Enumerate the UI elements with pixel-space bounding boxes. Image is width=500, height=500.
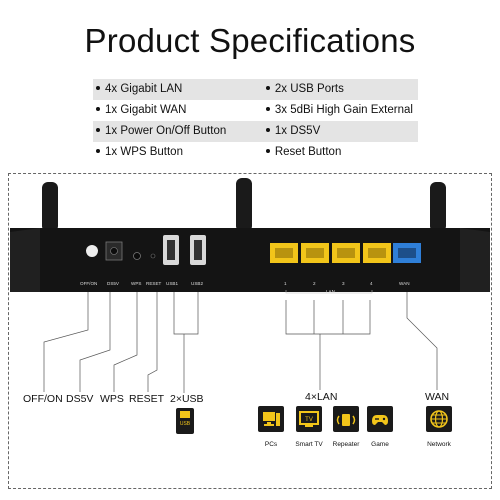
reset-pinhole[interactable]	[150, 253, 156, 259]
svg-text:TV: TV	[305, 417, 313, 423]
lan3-port-label: 3	[342, 281, 345, 286]
repeater-icon	[333, 406, 359, 432]
offon-port-label: OFF/ON	[80, 281, 98, 286]
spec-item: 2x USB Ports	[274, 83, 344, 95]
diagram-frame	[8, 173, 492, 489]
callout-reset: RESET	[129, 393, 165, 405]
bullet-icon	[265, 85, 270, 90]
page-title: Product Specifications	[84, 22, 416, 59]
usb-drive-icon: USB	[176, 408, 194, 434]
usb-port-2[interactable]	[190, 235, 206, 265]
spec-row: 4x Gigabit LAN 2x USB Ports	[93, 79, 418, 100]
dc-jack	[105, 241, 123, 261]
wan-port-label: WAN	[399, 281, 410, 286]
spec-item: 1x Power On/Off Button	[105, 125, 227, 137]
gamepad-icon	[367, 406, 393, 432]
device-label: Smart TV	[295, 441, 323, 448]
network-label: Network	[427, 441, 451, 448]
antenna-middle	[236, 178, 252, 232]
bullet-icon	[96, 127, 100, 132]
spec-row: 1x Power On/Off Button 1x DS5V	[93, 121, 418, 142]
device-label: PCs	[264, 441, 278, 448]
usb-port-1[interactable]	[163, 235, 179, 265]
device-label: Game	[371, 441, 389, 448]
lan-port-4[interactable]	[363, 243, 391, 263]
globe-icon	[426, 406, 452, 432]
usb1-port-label: USB1	[166, 281, 179, 286]
bullet-icon	[96, 148, 100, 153]
ds5v-port-label: DS5V	[107, 281, 120, 286]
spec-table: 4x Gigabit LAN 2x USB Ports 1x Gigabit W…	[93, 79, 418, 163]
wan-port[interactable]	[393, 243, 421, 263]
callout-wps: WPS	[100, 393, 124, 405]
spec-item: Reset Button	[274, 146, 342, 158]
spec-item: 1x DS5V	[274, 125, 321, 137]
lan1-port-label: 1	[284, 281, 287, 286]
lan-group-label: LAN	[326, 289, 335, 294]
antenna-right	[430, 182, 446, 232]
spec-item: 1x Gigabit WAN	[105, 104, 187, 116]
spec-item: 3x 5dBi High Gain External	[274, 104, 413, 116]
callout-lan: 4×LAN	[305, 391, 338, 403]
lan-port-1[interactable]	[270, 243, 298, 263]
power-button[interactable]	[86, 245, 98, 257]
pc-icon	[258, 406, 284, 432]
callout-offon: OFF/ON	[23, 393, 63, 405]
spec-row: 1x Gigabit WAN 3x 5dBi High Gain Externa…	[93, 100, 418, 121]
spec-item: 1x WPS Button	[105, 146, 183, 158]
usb-icon-text: USB	[179, 421, 191, 427]
callout-ds5v: DS5V	[66, 393, 94, 405]
lan2-port-label: 2	[313, 281, 316, 286]
spec-row: 1x WPS Button Reset Button	[93, 142, 418, 163]
bullet-icon	[265, 106, 270, 111]
lan-port-3[interactable]	[332, 243, 360, 263]
bullet-icon	[96, 85, 100, 90]
wps-port-label: WPS	[131, 281, 142, 286]
callout-lines	[43, 292, 438, 393]
bullet-icon	[265, 148, 270, 153]
reset-port-label: RESET	[146, 281, 162, 286]
callout-wan: WAN	[425, 391, 450, 403]
bullet-icon	[96, 106, 100, 111]
lan4-port-label: 4	[370, 281, 373, 286]
spec-item: 4x Gigabit LAN	[105, 83, 183, 95]
antenna-left	[42, 182, 58, 232]
bullet-icon	[265, 127, 270, 132]
device-label: Repeater	[332, 441, 360, 448]
tv-icon: TV	[296, 406, 322, 432]
wps-button[interactable]	[133, 252, 141, 260]
lan-port-2[interactable]	[301, 243, 329, 263]
usb2-port-label: USB2	[191, 281, 204, 286]
callout-usb: 2×USB	[170, 393, 204, 405]
